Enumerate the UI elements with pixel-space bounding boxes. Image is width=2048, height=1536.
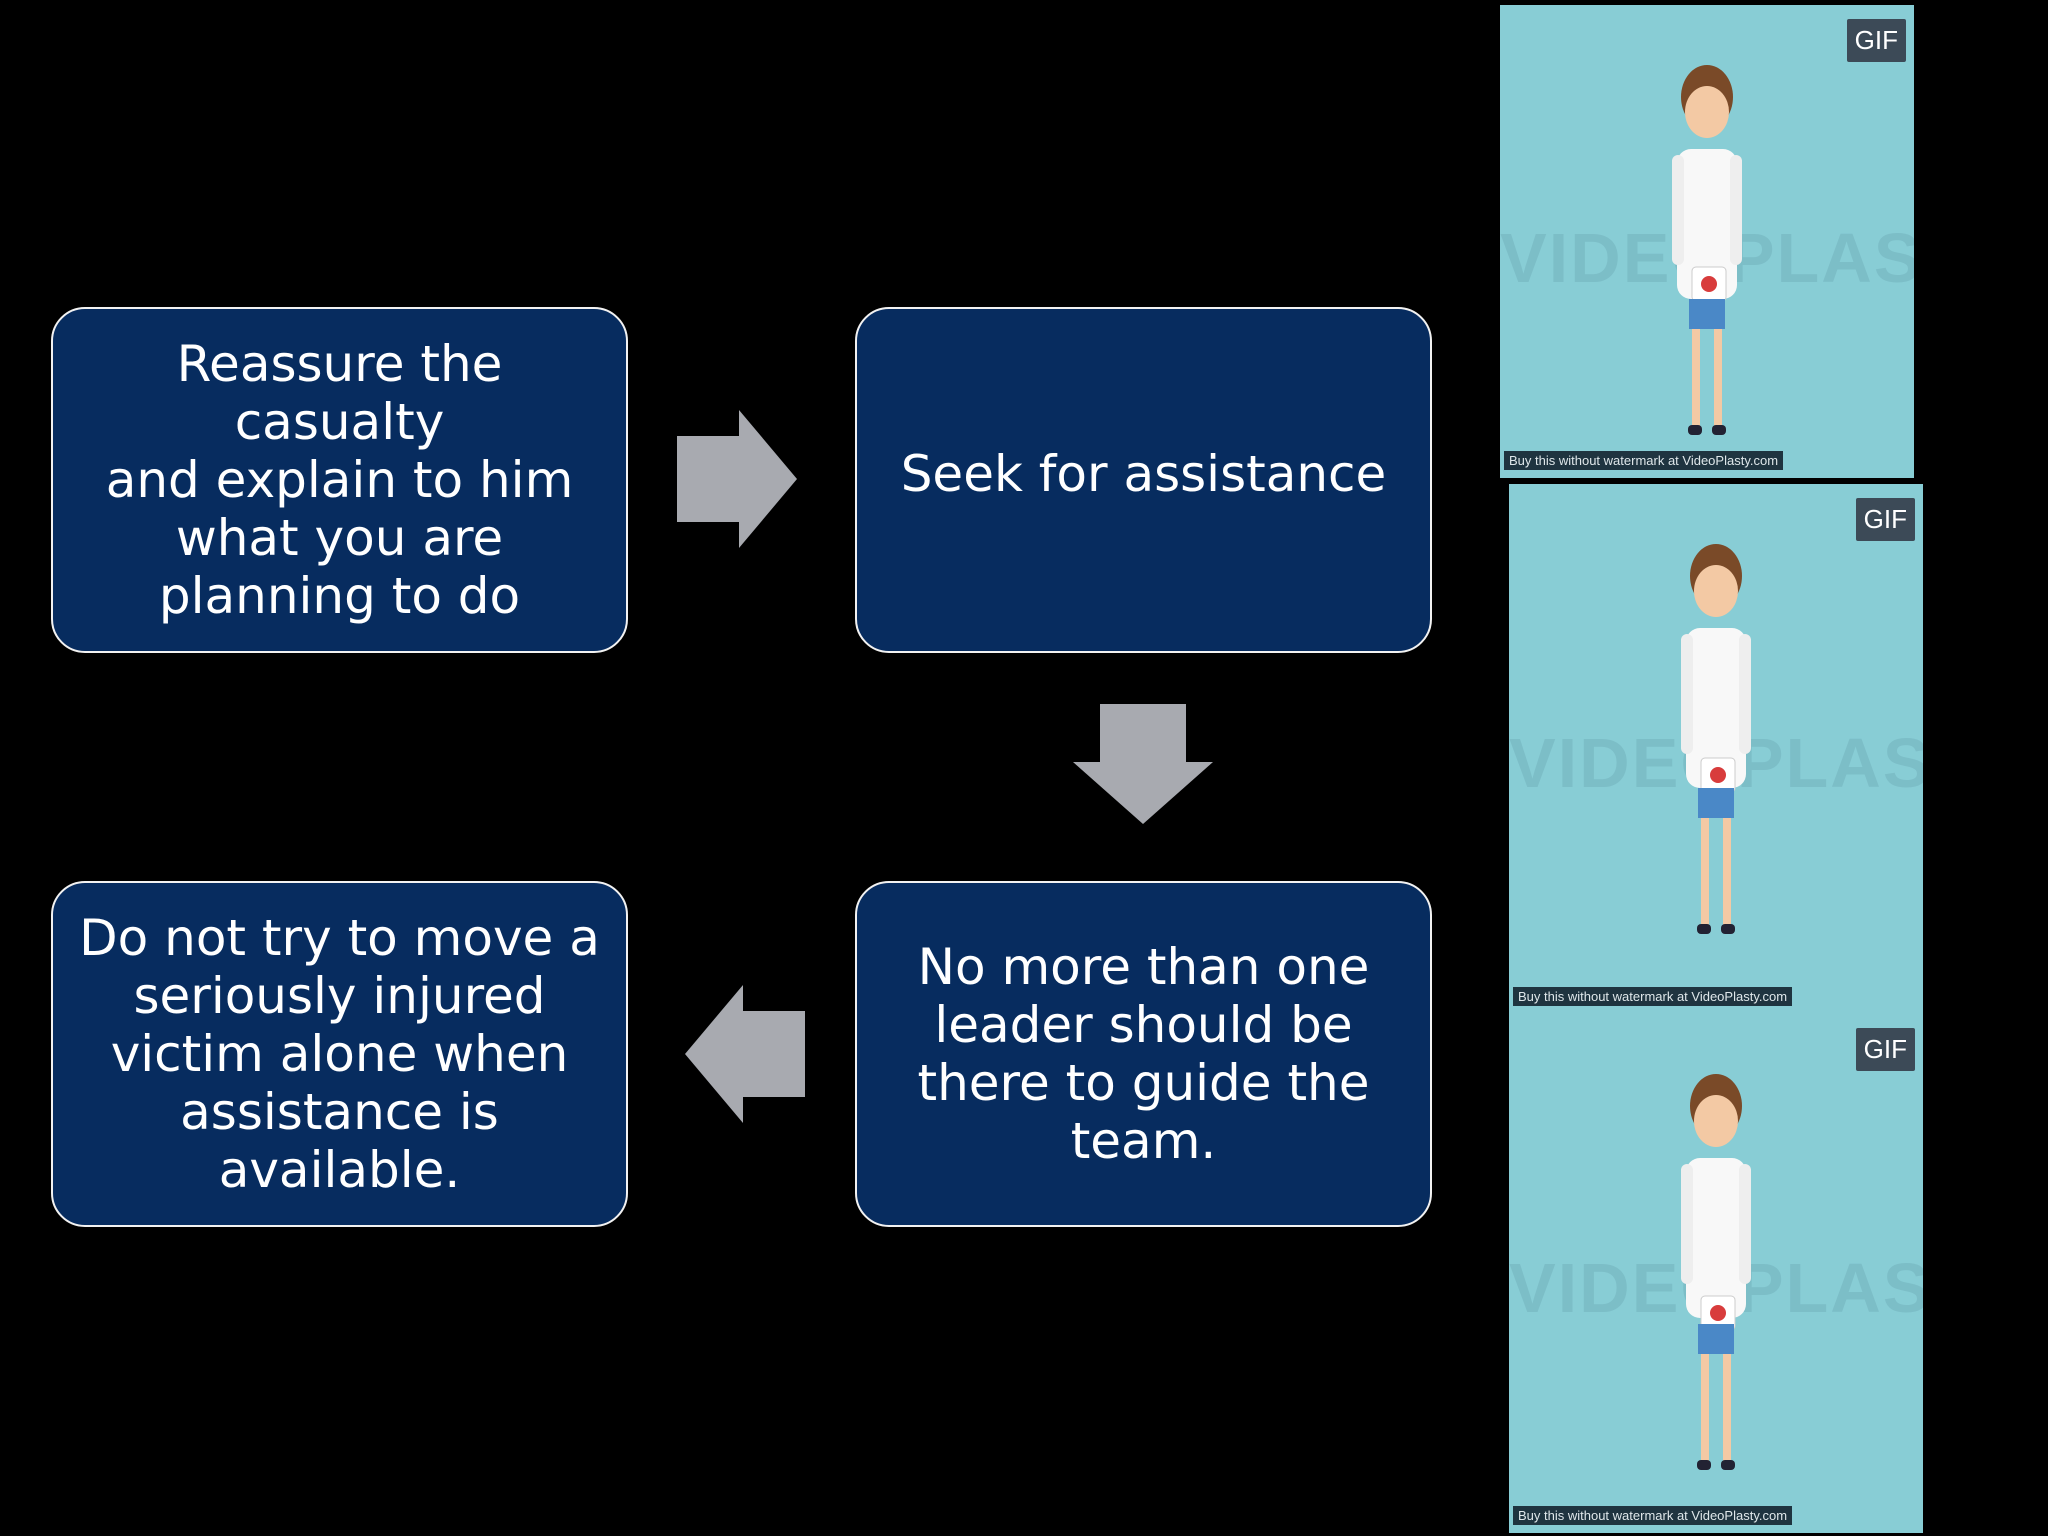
arrow-left-icon xyxy=(685,985,805,1123)
watermark-note: Buy this without watermark at VideoPlast… xyxy=(1513,1506,1793,1525)
flow-step-text: Reassure the casualty and explain to him… xyxy=(105,335,574,625)
flow-step-seek-assistance: Seek for assistance xyxy=(855,307,1432,653)
gif-badge: GIF xyxy=(1855,498,1915,541)
arrow-right-icon xyxy=(677,410,797,548)
watermark-note: Buy this without watermark at VideoPlast… xyxy=(1504,451,1784,470)
watermark-note: Buy this without watermark at VideoPlast… xyxy=(1513,987,1793,1006)
flow-step-reassure: Reassure the casualty and explain to him… xyxy=(51,307,628,653)
flow-step-one-leader: No more than one leader should be there … xyxy=(855,881,1432,1227)
gif-badge: GIF xyxy=(1846,19,1906,62)
doctor-gif-1: GIF VIDEOPLASTY Buy this without waterma… xyxy=(1500,5,1914,478)
doctor-gif-3: GIF VIDEOPLASTY Buy this without waterma… xyxy=(1509,1014,1923,1533)
flow-step-text: Seek for assistance xyxy=(900,445,1387,503)
arrow-down-icon xyxy=(1073,704,1213,824)
gif-badge: GIF xyxy=(1855,1028,1915,1071)
doctor-illustration-icon xyxy=(1681,1074,1751,1470)
doctor-illustration-icon xyxy=(1681,544,1751,934)
doctor-illustration-icon xyxy=(1672,65,1742,435)
flow-step-text: Do not try to move a seriously injured v… xyxy=(79,909,600,1199)
flow-step-do-not-move-alone: Do not try to move a seriously injured v… xyxy=(51,881,628,1227)
flow-step-text: No more than one leader should be there … xyxy=(917,938,1370,1170)
doctor-gif-2: GIF VIDEOPLASTY Buy this without waterma… xyxy=(1509,484,1923,1014)
